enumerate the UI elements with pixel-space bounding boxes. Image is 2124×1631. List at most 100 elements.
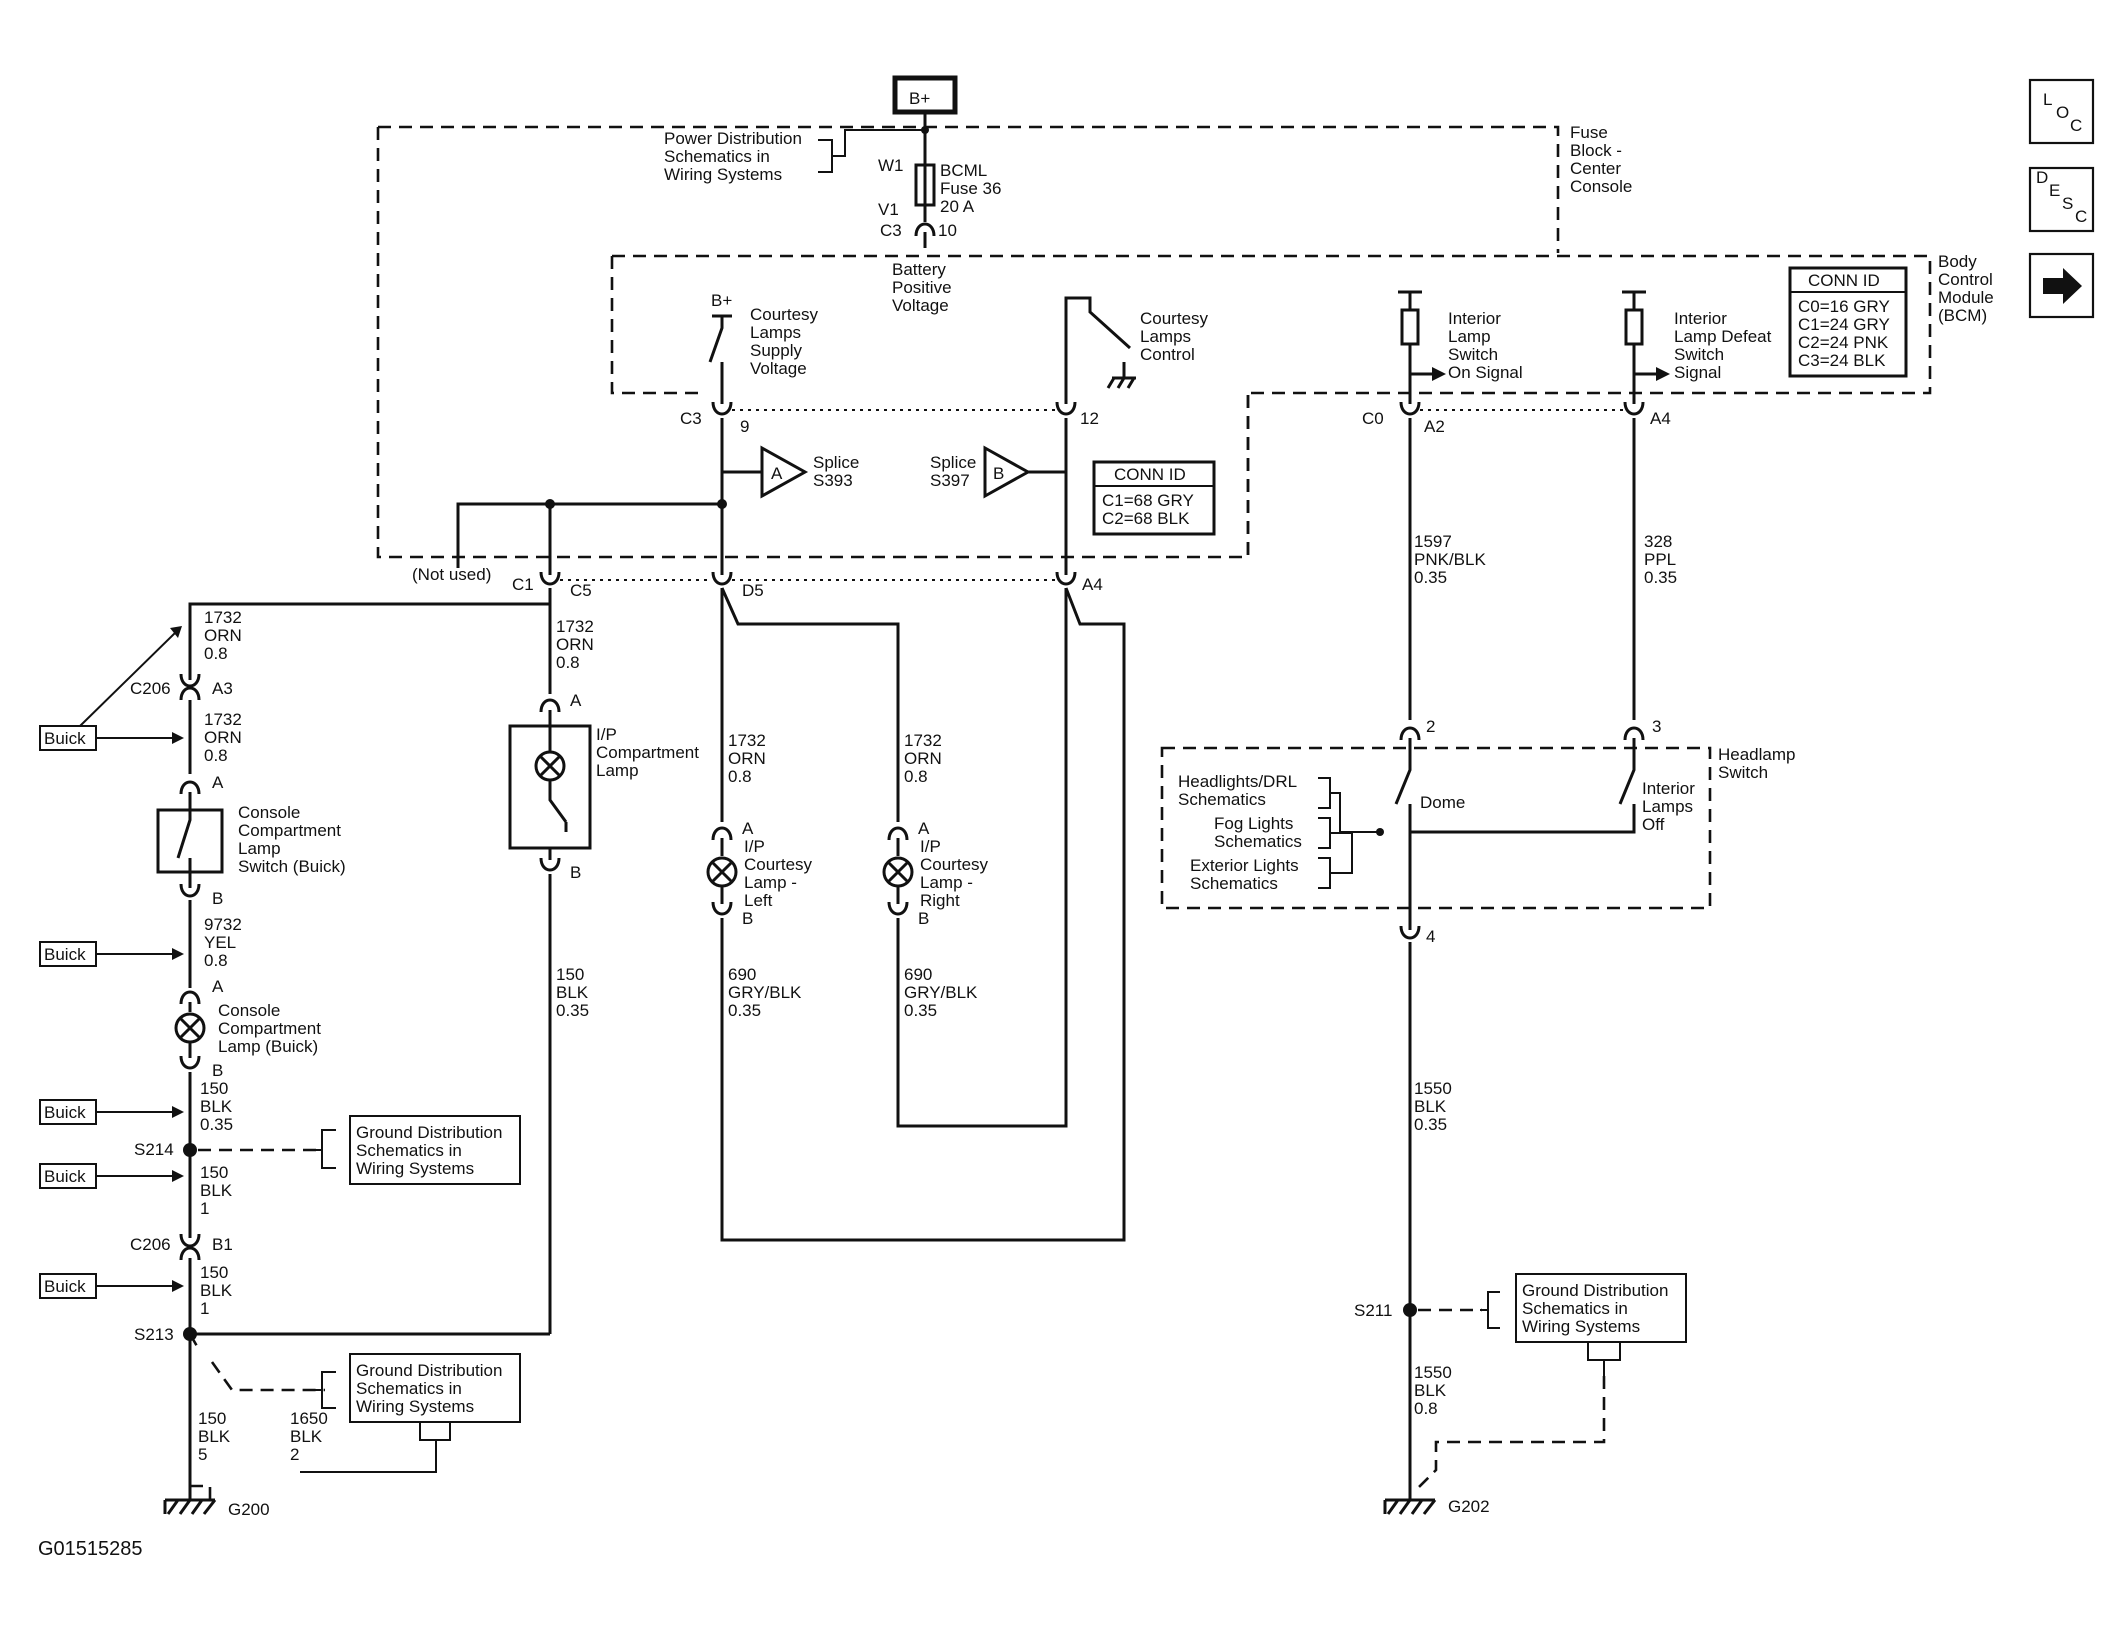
courtesy-control-line2: Lamps [1140,327,1191,346]
g200-label: G200 [228,1500,270,1519]
fuse-line3: 20 A [940,197,975,216]
left-w5-size: 1 [200,1199,209,1218]
c3-top-label: C3 [880,221,902,240]
gds1-line1: Ground Distribution [356,1123,502,1142]
left-w3-size: 0.8 [204,951,228,970]
cl-label-3: Lamp - [744,873,797,892]
cr-label-1: I/P [920,837,941,856]
d5-label: D5 [742,581,764,600]
loc-o: O [2056,103,2069,122]
ipc-label-3: Lamp [596,761,639,780]
splice-conn-id-box [1092,460,1216,536]
cl-w1-size: 0.8 [728,767,752,786]
ipc-w1-num: 1732 [556,617,594,636]
int-lamp-switch-line2: Lamp [1448,327,1491,346]
int-lamp-defeat-line2: Lamp Defeat [1674,327,1772,346]
ipc-pin-a: A [570,691,582,710]
left-w8-size: 2 [290,1445,299,1464]
a4-splice-label: A4 [1082,575,1103,594]
left-pin-a: A [212,773,224,792]
splice-a-letter: A [771,464,783,483]
bcm-line4: (BCM) [1938,306,1987,325]
lamp-label-2: Compartment [218,1019,321,1038]
buick-tag-5: Buick [39,1273,184,1299]
cl-w1-color: ORN [728,749,766,768]
loc-c: C [2070,116,2082,135]
int-off-line1: Interior [1642,779,1695,798]
cl-label-2: Courtesy [744,855,813,874]
fuse-line2: Fuse 36 [940,179,1001,198]
left-w7-num: 150 [198,1409,226,1428]
bcm-pin9-label: 9 [740,417,749,436]
cr-w2-size: 0.35 [904,1001,937,1020]
c5-label: C5 [570,581,592,600]
ref-exterior-2: Schematics [1190,874,1278,893]
left-w1-num: 1732 [204,608,242,627]
loc-l: L [2043,90,2052,109]
desc-c: C [2075,207,2087,226]
left-w8-color: BLK [290,1427,323,1446]
desc-button[interactable]: D E S C [2028,166,2095,233]
int-lamp-switch-line4: On Signal [1448,363,1523,382]
cl-w2-color: GRY/BLK [728,983,802,1002]
r-gds-line1: Ground Distribution [1522,1281,1668,1300]
bcm-line3: Module [1938,288,1994,307]
lamp-label-3: Lamp (Buick) [218,1037,318,1056]
splice-a-name1: Splice [813,453,859,472]
left-w1-color: ORN [204,626,242,645]
desc-e: E [2049,181,2060,200]
gds1-line2: Schematics in [356,1141,462,1160]
int-off-line3: Off [1642,815,1665,834]
r-w3-num: 1550 [1414,1079,1452,1098]
bplus-label: B+ [909,89,930,108]
left-w8-num: 1650 [290,1409,328,1428]
bpv-line2: Positive [892,278,952,297]
r-pin4: 4 [1426,927,1435,946]
fuse-line1: BCML [940,161,987,180]
cr-label-3: Lamp - [920,873,973,892]
left-w2-size: 0.8 [204,746,228,765]
r-w4-num: 1550 [1414,1363,1452,1382]
desc-d: D [2036,168,2048,187]
gds1-line3: Wiring Systems [356,1159,474,1178]
ipc-w2-size: 0.35 [556,1001,589,1020]
left-w1-size: 0.8 [204,644,228,663]
v1-label: V1 [878,200,899,219]
gds2-line1: Ground Distribution [356,1361,502,1380]
buick-label: Buick [44,1167,86,1186]
ipc-w2-color: BLK [556,983,589,1002]
loc-button[interactable]: L O C [2028,78,2095,145]
w1-label: W1 [878,156,904,175]
left-w2-color: ORN [204,728,242,747]
bpv-line3: Voltage [892,296,949,315]
buick-label: Buick [44,1103,86,1122]
cl-w2-num: 690 [728,965,756,984]
r-w1-num: 1597 [1414,532,1452,551]
r-w3-color: BLK [1414,1097,1447,1116]
bcm-a4-label: A4 [1650,409,1671,428]
bcm-conn-id-3: C3=24 BLK [1798,351,1886,370]
left-w6-num: 150 [200,1263,228,1282]
bcm-pin12-label: 12 [1080,409,1099,428]
r-w4-color: BLK [1414,1381,1447,1400]
next-button[interactable] [2028,252,2095,319]
r-pin2: 2 [1426,717,1435,736]
cr-w2-num: 690 [904,965,932,984]
ipc-label-2: Compartment [596,743,699,762]
ipc-w2-num: 150 [556,965,584,984]
bcm-a2-label: A2 [1424,417,1445,436]
splice-b-letter: B [993,464,1004,483]
ref-fog-2: Schematics [1214,832,1302,851]
fuse-block-line4: Console [1570,177,1632,196]
bcm-conn-id-1: C1=24 GRY [1798,315,1890,334]
r-gds-line2: Schematics in [1522,1299,1628,1318]
cl-w1-num: 1732 [728,731,766,750]
r-w4-size: 0.8 [1414,1399,1438,1418]
r-w1-size: 0.35 [1414,568,1447,587]
cr-w1-color: ORN [904,749,942,768]
not-used-label: (Not used) [412,565,491,584]
dome-label: Dome [1420,793,1465,812]
left-c206-label: C206 [130,679,171,698]
left-c206b-label: C206 [130,1235,171,1254]
splice-a-name2: S393 [813,471,853,490]
